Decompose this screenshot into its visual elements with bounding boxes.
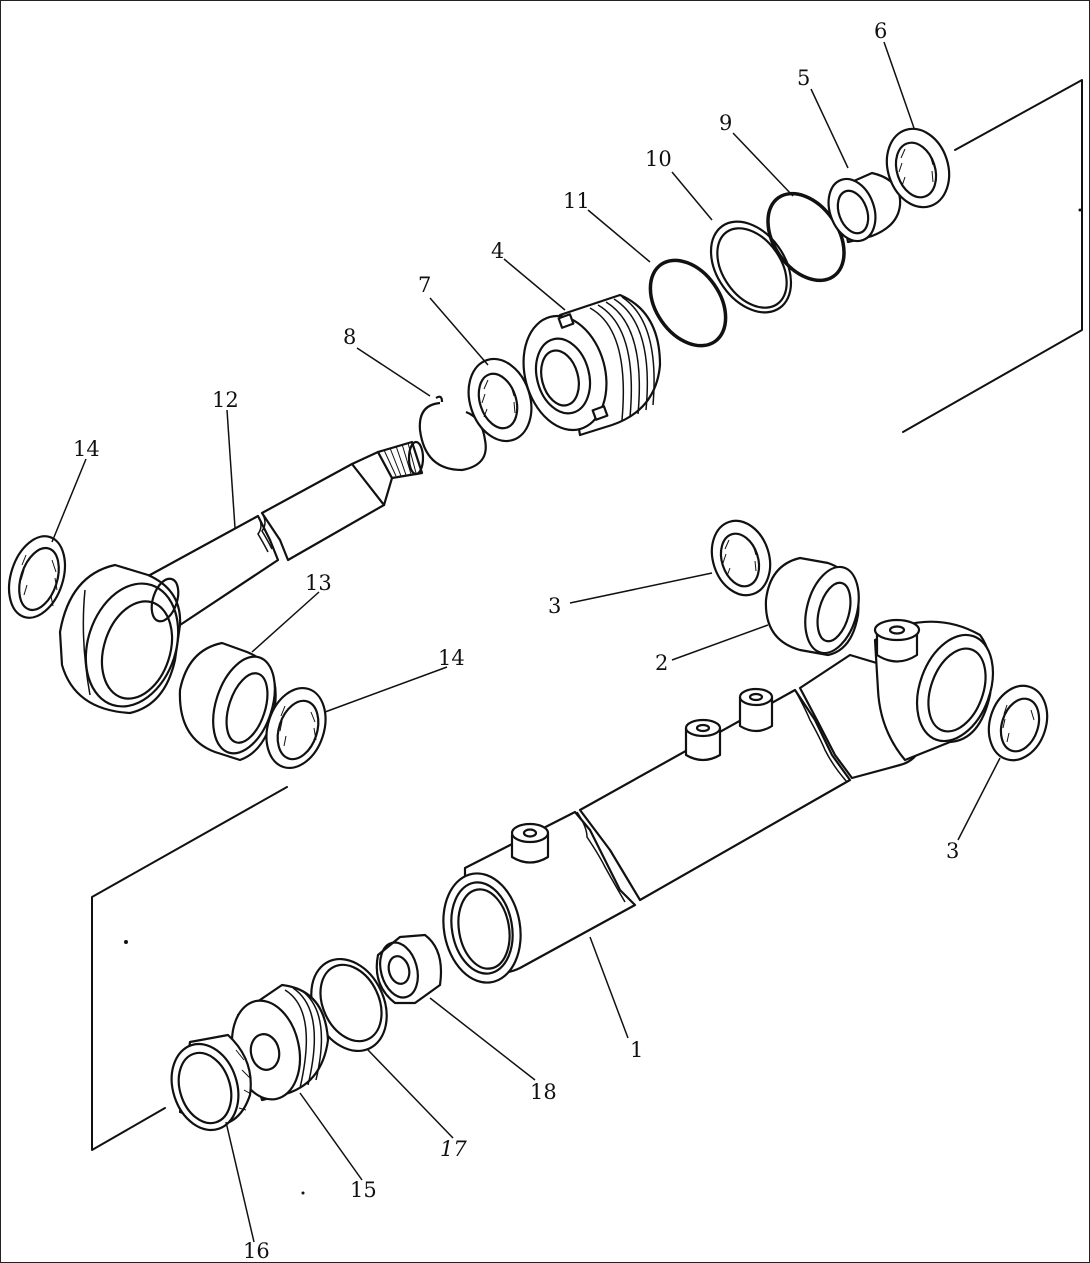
label-part-2: 2 [655,651,668,675]
label-part-16: 16 [243,1239,270,1263]
label-part-6: 6 [874,19,887,43]
scan-dot [1078,208,1082,212]
label-part-13: 13 [305,571,332,595]
label-part-7: 7 [418,273,431,297]
label-part-14-lower: 14 [438,646,465,670]
label-part-4: 4 [491,239,504,263]
part-5-bushing [827,171,902,244]
part-3-seal-upper [710,519,772,597]
part-13-bushing [178,641,277,762]
label-part-8: 8 [343,325,356,349]
scan-dot [124,940,128,944]
part-14-seal-lower [265,686,327,770]
label-part-17: 17 [440,1137,467,1161]
part-3-seal-right [987,684,1049,762]
label-part-14-upper: 14 [73,437,100,461]
label-part-10: 10 [645,147,672,171]
label-part-15: 15 [350,1178,377,1202]
part-12-piston-rod [58,440,425,715]
leader-lines [51,41,1001,1243]
part-11-o-ring [648,258,728,348]
label-part-3-upper: 3 [548,594,561,618]
part-17-ring [310,957,388,1053]
assembly-bracket-lower [91,786,288,1151]
part-4-cylinder-head [522,293,662,437]
part-18-nut [375,933,443,1005]
label-part-12: 12 [212,388,239,412]
part-16-seal [170,1033,252,1132]
label-part-18: 18 [530,1080,557,1104]
part-labels: 6 5 9 10 11 4 7 8 12 14 13 14 3 2 3 1 18… [73,19,959,1263]
scan-dot [301,1191,305,1195]
part-2-bushing [764,556,860,657]
label-part-1: 1 [630,1038,643,1062]
label-part-5: 5 [797,66,810,90]
part-1-cylinder-tube [442,618,994,984]
part-14-seal-upper [7,535,67,619]
assembly-bracket-upper [902,79,1083,433]
label-part-3-right: 3 [946,839,959,863]
label-part-11: 11 [563,189,590,213]
part-6-seal [885,127,951,209]
label-part-9: 9 [719,111,732,135]
